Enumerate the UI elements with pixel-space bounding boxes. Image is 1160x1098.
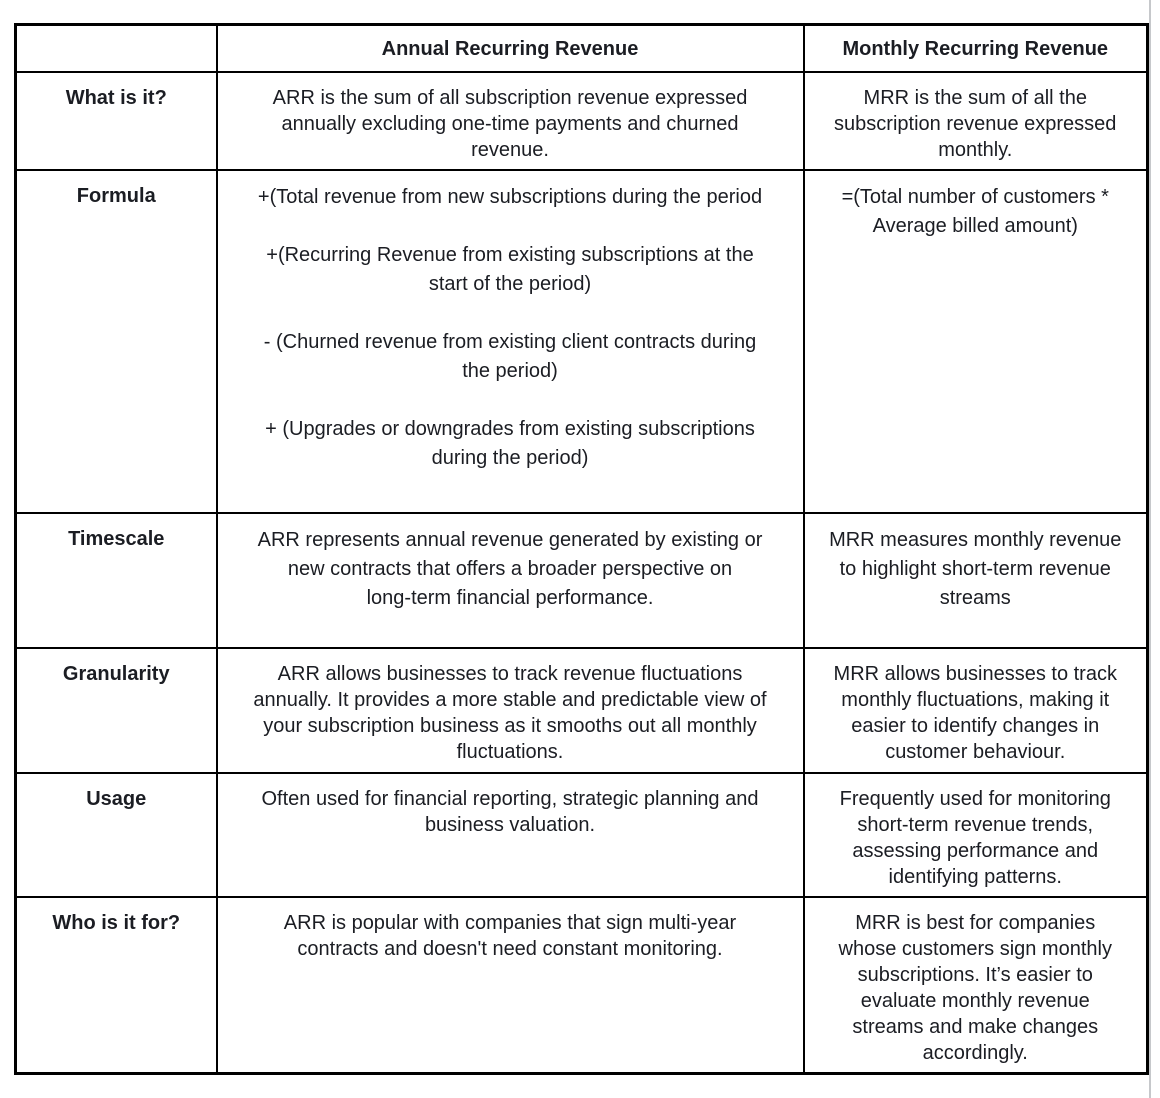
- row-label-who-is-it-for: Who is it for?: [14, 895, 218, 1074]
- row-formula: Formula +(Total revenue from new subscri…: [14, 168, 1149, 514]
- row-usage: Usage Often used for financial reporting…: [14, 771, 1149, 898]
- page-edge-divider: [1149, 0, 1151, 1098]
- row-label-formula: Formula: [14, 168, 218, 514]
- cell-usage-mrr: Frequently used for monitoring short-ter…: [802, 771, 1149, 898]
- row-label-timescale: Timescale: [14, 511, 218, 649]
- cell-who-is-it-for-arr: ARR is popular with companies that sign …: [215, 895, 805, 1074]
- header-arr-column: Annual Recurring Revenue: [215, 23, 805, 73]
- header-empty-cell: [14, 23, 218, 73]
- cell-what-is-it-arr: ARR is the sum of all subscription reven…: [215, 70, 805, 171]
- row-granularity: Granularity ARR allows businesses to tra…: [14, 646, 1149, 774]
- cell-timescale-mrr: MRR measures monthly revenue to highligh…: [802, 511, 1149, 649]
- row-label-what-is-it: What is it?: [14, 70, 218, 171]
- table-header-row: Annual Recurring Revenue Monthly Recurri…: [14, 23, 1149, 73]
- cell-usage-arr: Often used for financial reporting, stra…: [215, 771, 805, 898]
- cell-what-is-it-mrr: MRR is the sum of all the subscription r…: [802, 70, 1149, 171]
- cell-granularity-mrr: MRR allows businesses to track monthly f…: [802, 646, 1149, 774]
- arr-vs-mrr-comparison-table: Annual Recurring Revenue Monthly Recurri…: [14, 23, 1149, 1075]
- row-label-granularity: Granularity: [14, 646, 218, 774]
- cell-granularity-arr: ARR allows businesses to track revenue f…: [215, 646, 805, 774]
- cell-timescale-arr: ARR represents annual revenue generated …: [215, 511, 805, 649]
- row-who-is-it-for: Who is it for? ARR is popular with compa…: [14, 895, 1149, 1074]
- row-timescale: Timescale ARR represents annual revenue …: [14, 511, 1149, 649]
- header-mrr-column: Monthly Recurring Revenue: [802, 23, 1149, 73]
- cell-formula-mrr: =(Total number of customers * Average bi…: [802, 168, 1149, 514]
- row-what-is-it: What is it? ARR is the sum of all subscr…: [14, 70, 1149, 171]
- row-label-usage: Usage: [14, 771, 218, 898]
- cell-who-is-it-for-mrr: MRR is best for companies whose customer…: [802, 895, 1149, 1074]
- cell-formula-arr: +(Total revenue from new subscriptions d…: [215, 168, 805, 514]
